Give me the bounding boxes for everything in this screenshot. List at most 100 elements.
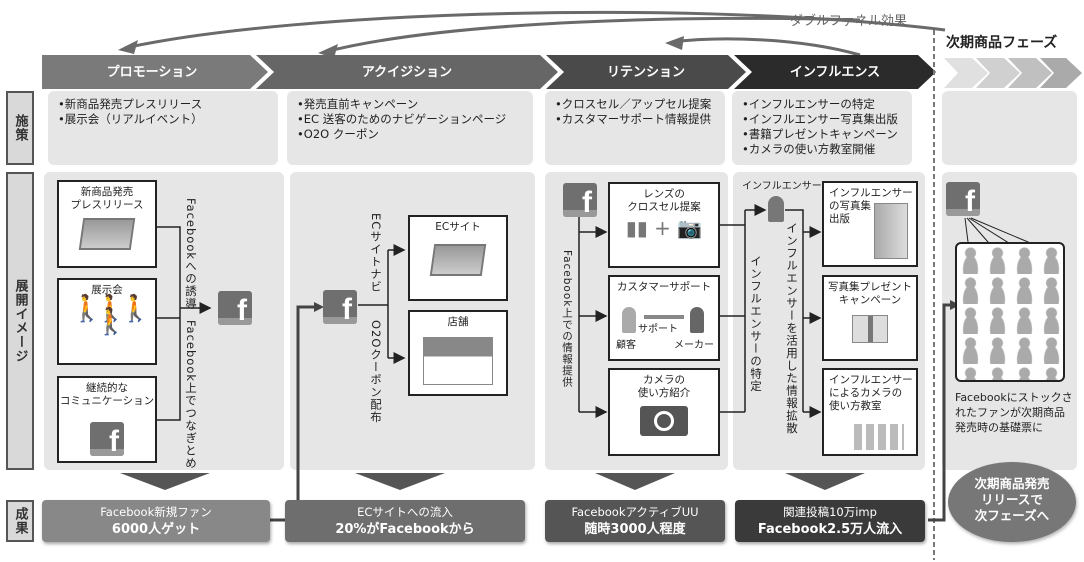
fan-caption: Facebookにストックされたファンが次期商品発売時の基礎票に (955, 391, 1073, 434)
box-label: 継続的な コミュニケーション (59, 382, 155, 407)
next-phase-chevron-2 (976, 58, 1020, 88)
measure-item: •展示会（リアルイベント） (58, 112, 203, 126)
arrow-text-facebook-retain: Facebook上でつなぎとめ (184, 320, 198, 470)
measure-item: •O2O クーポン (297, 127, 379, 141)
result-retention: FacebookアクティブUU 随時3000人程度 (545, 500, 725, 542)
row-label-deployment: 展開イメージ (6, 172, 34, 470)
measure-item: •発売直前キャンペーン (297, 97, 419, 111)
phase-promotion: プロモーション (106, 65, 198, 80)
down-arrow-retention (595, 473, 675, 490)
down-arrow-influence (785, 473, 865, 490)
result-line1: Facebook新規ファン (100, 505, 212, 519)
influencer-crown-person-icon (768, 196, 784, 222)
box-photo-book: インフルエンサー の写真集 出版 (822, 181, 918, 267)
double-funnel-arrow-short-head (665, 36, 684, 50)
phase-retention: リテンション (606, 65, 685, 80)
result-line2: 20%がFacebookから (335, 522, 475, 537)
camera-icon (640, 406, 688, 436)
result-influence: 関連投稿10万imp Facebook2.5万人流入 (735, 500, 925, 542)
maker-label: メーカー (674, 340, 714, 351)
result-line1: 関連投稿10万imp (783, 505, 877, 519)
measure-item: •新商品発売プレスリリース (58, 97, 203, 111)
measure-item: •インフルエンサー写真集出版 (742, 112, 898, 126)
box-press-release: 新商品発売 プレスリリース (57, 180, 157, 268)
result-line2: Facebook2.5万人流入 (757, 522, 903, 537)
box-photo-book-present: 写真集プレゼント キャンペーン (822, 275, 918, 361)
box-continuous-communication: 継続的な コミュニケーション f (57, 376, 157, 463)
double-funnel-arrow-long-head (118, 40, 138, 54)
measures-promotion: •新商品発売プレスリリース •展示会（リアルイベント） (48, 91, 278, 165)
double-funnel-label: ダブルファネル効果 (790, 14, 908, 29)
measures-retention: •クロスセル／アップセル提案 •カスタマーサポート情報提供 (545, 91, 725, 165)
box-lens-crosssell: レンズの クロスセル提案 ▮▮ + 📷 (608, 182, 720, 268)
arrow-text-influencer-spread: インフルエンサーを活用した情報拡散 (785, 222, 799, 435)
arrow-text-facebook-info: Facebook上での情報提供 (561, 250, 573, 388)
next-phase-chevron-1 (944, 58, 988, 88)
phase-acquisition: アクイジション (361, 65, 453, 80)
measure-item: •EC 送客のためのナビゲーションページ (297, 112, 507, 126)
box-camera-tutorial: カメラの 使い方紹介 (608, 368, 720, 456)
facebook-icon: f (946, 182, 980, 216)
box-store: 店舗 (408, 310, 508, 396)
facebook-icon: f (218, 291, 252, 325)
measure-item: •クロスセル／アップセル提案 (555, 97, 712, 111)
crowd-icon: 🚶🚶🚶🚶 (70, 294, 151, 337)
box-label: 展示会 (91, 284, 123, 296)
down-arrow-promotion (120, 473, 210, 490)
result-line1: ECサイトへの流入 (357, 505, 453, 519)
row-label-results: 成果 (6, 500, 34, 542)
box-label: 新商品発売 プレスリリース (70, 186, 144, 211)
facebook-icon: f (323, 290, 357, 324)
support-arrow-icon (644, 315, 684, 319)
box-label: レンズの クロスセル提案 (627, 188, 701, 213)
measure-item: •書籍プレゼントキャンペーン (742, 127, 898, 141)
row-label-measures: 施策 (6, 91, 34, 165)
box-label: カメラの 使い方紹介 (637, 374, 691, 399)
arrow-text-ec-navi: ECサイトナビ (369, 213, 383, 293)
box-exhibition: 展示会 🚶🚶🚶🚶 (57, 278, 157, 365)
next-phase-chevron-4 (1040, 58, 1082, 88)
measure-item: •カスタマーサポート情報提供 (555, 112, 712, 126)
double-funnel-arrow-short (671, 37, 861, 57)
result-promotion: Facebook新規ファン 6000人ゲット (42, 500, 270, 542)
arrow-text-o2o-coupon: O2Oクーポン配布 (369, 320, 383, 424)
measure-item: •カメラの使い方教室開催 (742, 142, 876, 156)
store-icon (423, 337, 493, 385)
next-phase-bubble: 次期商品発売 リリースで 次フェーズへ (948, 462, 1076, 542)
maker-person-icon (690, 307, 704, 333)
box-label: インフルエンサー によるカメラの 使い方教室 (829, 374, 913, 412)
double-funnel-arrow-mid-head (318, 44, 338, 58)
classroom-icon (854, 424, 904, 450)
measures-next-phase (942, 91, 1077, 165)
gift-icon (852, 315, 888, 343)
measures-influence: •インフルエンサーの特定 •インフルエンサー写真集出版 •書籍プレゼントキャンペ… (732, 91, 912, 165)
fan-group (955, 242, 1065, 382)
double-funnel-arrow-mid (324, 16, 861, 54)
box-camera-class: インフルエンサー によるカメラの 使い方教室 (822, 368, 918, 456)
book-icon (874, 203, 908, 259)
box-label: ECサイト (435, 221, 481, 233)
lens-camera-icon: ▮▮ + 📷 (625, 216, 703, 240)
result-line1: FacebookアクティブUU (571, 505, 699, 519)
next-phase-title: 次期商品フェーズ (946, 35, 1058, 51)
customer-label: 顧客 (616, 340, 636, 351)
laptop-icon (78, 218, 136, 250)
support-label: サポート (638, 324, 678, 335)
next-phase-chevron-3 (1008, 58, 1052, 88)
box-customer-support: カスタマーサポート サポート 顧客 メーカー (608, 275, 720, 361)
facebook-icon: f (90, 422, 124, 456)
box-label: 店舗 (447, 316, 469, 328)
measures-acquisition: •発売直前キャンペーン •EC 送客のためのナビゲーションページ •O2O クー… (287, 91, 533, 165)
arrow-text-influencer-identify: インフルエンサーの特定 (749, 255, 763, 393)
result-acquisition: ECサイトへの流入 20%がFacebookから (285, 500, 525, 542)
arrow-text-facebook-guide: Facebookへの誘導 (184, 198, 198, 311)
box-label: インフルエンサー の写真集 出版 (829, 187, 913, 225)
result-line2: 随時3000人程度 (584, 522, 686, 537)
result-line2: 6000人ゲット (111, 522, 201, 537)
phase-influence: インフルエンス (789, 65, 881, 80)
measure-item: •インフルエンサーの特定 (742, 97, 875, 111)
customer-person-icon (622, 307, 636, 333)
box-label: カスタマーサポート (616, 281, 712, 293)
box-ec-site: ECサイト (408, 215, 508, 301)
box-label: 写真集プレゼント キャンペーン (828, 281, 912, 306)
